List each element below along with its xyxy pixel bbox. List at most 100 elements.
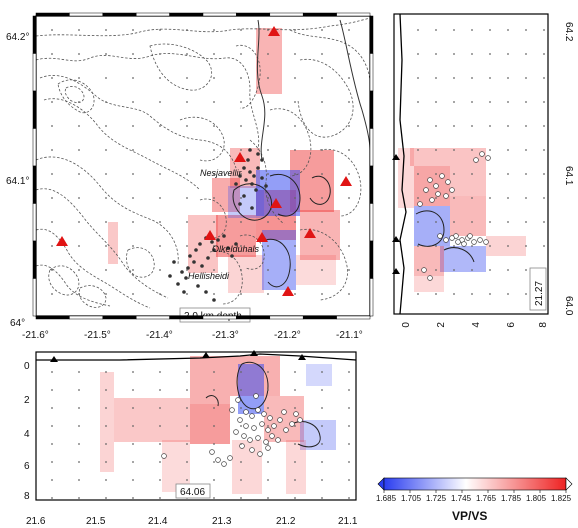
grid-dot bbox=[78, 461, 80, 463]
grid-dot bbox=[51, 221, 53, 223]
grid-dot bbox=[51, 77, 53, 79]
grid-dot bbox=[105, 29, 107, 31]
grid-dot bbox=[186, 389, 188, 391]
grid-dot bbox=[213, 497, 215, 499]
ns-depth-tick-0: 0 bbox=[401, 322, 412, 328]
grid-dot bbox=[240, 479, 242, 481]
grid-dot bbox=[267, 173, 269, 175]
colorbar-low-arrow bbox=[377, 477, 385, 491]
grid-dot bbox=[417, 293, 419, 295]
grid-dot bbox=[294, 497, 296, 499]
map-panel: Nesjavellir Olkelduhals Hellisheidi 2.0 … bbox=[6, 12, 374, 341]
grid-dot bbox=[159, 497, 161, 499]
frame-bar bbox=[32, 278, 37, 317]
grid-dot bbox=[51, 149, 53, 151]
grid-dot bbox=[267, 407, 269, 409]
grid-dot bbox=[525, 77, 527, 79]
grid-dot bbox=[51, 479, 53, 481]
station-triangle bbox=[270, 198, 282, 208]
grid-dot bbox=[240, 461, 242, 463]
grid-dot bbox=[417, 53, 419, 55]
frame-bar bbox=[32, 240, 37, 279]
place-name-nesjavellir: Nesjavellir bbox=[200, 168, 243, 178]
grid-dot bbox=[321, 389, 323, 391]
anomaly-patch bbox=[238, 364, 264, 414]
station-triangle bbox=[56, 236, 68, 246]
frame-bar bbox=[369, 278, 374, 317]
grid-dot bbox=[321, 293, 323, 295]
grid-dot bbox=[294, 125, 296, 127]
grid-dot bbox=[132, 461, 134, 463]
grid-dot bbox=[186, 125, 188, 127]
earthquake-marker bbox=[449, 235, 455, 241]
grid-dot bbox=[543, 53, 545, 55]
grid-dot bbox=[348, 293, 350, 295]
place-name-hellisheidi: Hellisheidi bbox=[188, 271, 230, 281]
grid-dot bbox=[51, 29, 53, 31]
grid-dot bbox=[507, 269, 509, 271]
grid-dot bbox=[78, 443, 80, 445]
ns-section-panel: 21.27 64.2 64.1 64.0 0 2 4 6 8 bbox=[392, 13, 574, 328]
anomaly-patch bbox=[450, 166, 486, 196]
grid-dot bbox=[240, 425, 242, 427]
grid-dot bbox=[159, 173, 161, 175]
frame-bar bbox=[35, 12, 70, 17]
grid-dot bbox=[507, 77, 509, 79]
grid-dot bbox=[321, 245, 323, 247]
grid-dot bbox=[471, 101, 473, 103]
grid-dot bbox=[489, 53, 491, 55]
earthquake-marker bbox=[277, 417, 283, 423]
grid-dot bbox=[435, 77, 437, 79]
earthquake-marker bbox=[261, 411, 267, 417]
grid-dot bbox=[78, 125, 80, 127]
grid-dot bbox=[294, 443, 296, 445]
earthquake-marker bbox=[435, 191, 441, 197]
grid-dot bbox=[186, 461, 188, 463]
earthquake-marker bbox=[215, 457, 221, 463]
grid-dot bbox=[543, 197, 545, 199]
grid-dot bbox=[186, 197, 188, 199]
grid-dot bbox=[489, 125, 491, 127]
grid-dot bbox=[267, 371, 269, 373]
grid-dot bbox=[213, 407, 215, 409]
grid-dot bbox=[525, 149, 527, 151]
frame-bar bbox=[369, 53, 374, 92]
ns-lat-tick-64-1: 64.1 bbox=[563, 166, 574, 186]
grid-dot bbox=[186, 293, 188, 295]
grid-dot bbox=[105, 149, 107, 151]
grid-dot bbox=[489, 173, 491, 175]
grid-dot bbox=[321, 479, 323, 481]
earthquake-marker bbox=[449, 187, 455, 193]
grid-dot bbox=[78, 197, 80, 199]
earthquake-marker bbox=[297, 417, 303, 423]
anomaly-patch bbox=[440, 246, 486, 272]
grid-dot bbox=[321, 425, 323, 427]
earthquake-marker bbox=[243, 409, 249, 415]
grid-dot bbox=[348, 101, 350, 103]
grid-dot bbox=[213, 77, 215, 79]
grid-dot bbox=[267, 293, 269, 295]
grid-dot bbox=[321, 149, 323, 151]
grid-dot bbox=[543, 173, 545, 175]
grid-dot bbox=[78, 77, 80, 79]
grid-dot bbox=[348, 479, 350, 481]
grid-dot bbox=[267, 461, 269, 463]
earthquake-marker bbox=[263, 439, 269, 445]
earthquake-marker bbox=[233, 429, 239, 435]
grid-dot bbox=[507, 149, 509, 151]
anomaly-patch bbox=[300, 420, 336, 450]
ew-depth-tick-4: 4 bbox=[24, 429, 30, 440]
grid-dot bbox=[267, 101, 269, 103]
grid-dot bbox=[435, 53, 437, 55]
grid-dot bbox=[348, 125, 350, 127]
frame-bar bbox=[69, 315, 104, 320]
ew-depth-tick-8: 8 bbox=[24, 491, 30, 502]
grid-dot bbox=[525, 245, 527, 247]
grid-dot bbox=[321, 197, 323, 199]
grid-dot bbox=[435, 197, 437, 199]
ew-depth-tick-2: 2 bbox=[24, 395, 30, 406]
frame-bar bbox=[202, 315, 237, 320]
grid-dot bbox=[435, 221, 437, 223]
station-triangle bbox=[340, 176, 352, 186]
ew-stations bbox=[50, 350, 306, 362]
